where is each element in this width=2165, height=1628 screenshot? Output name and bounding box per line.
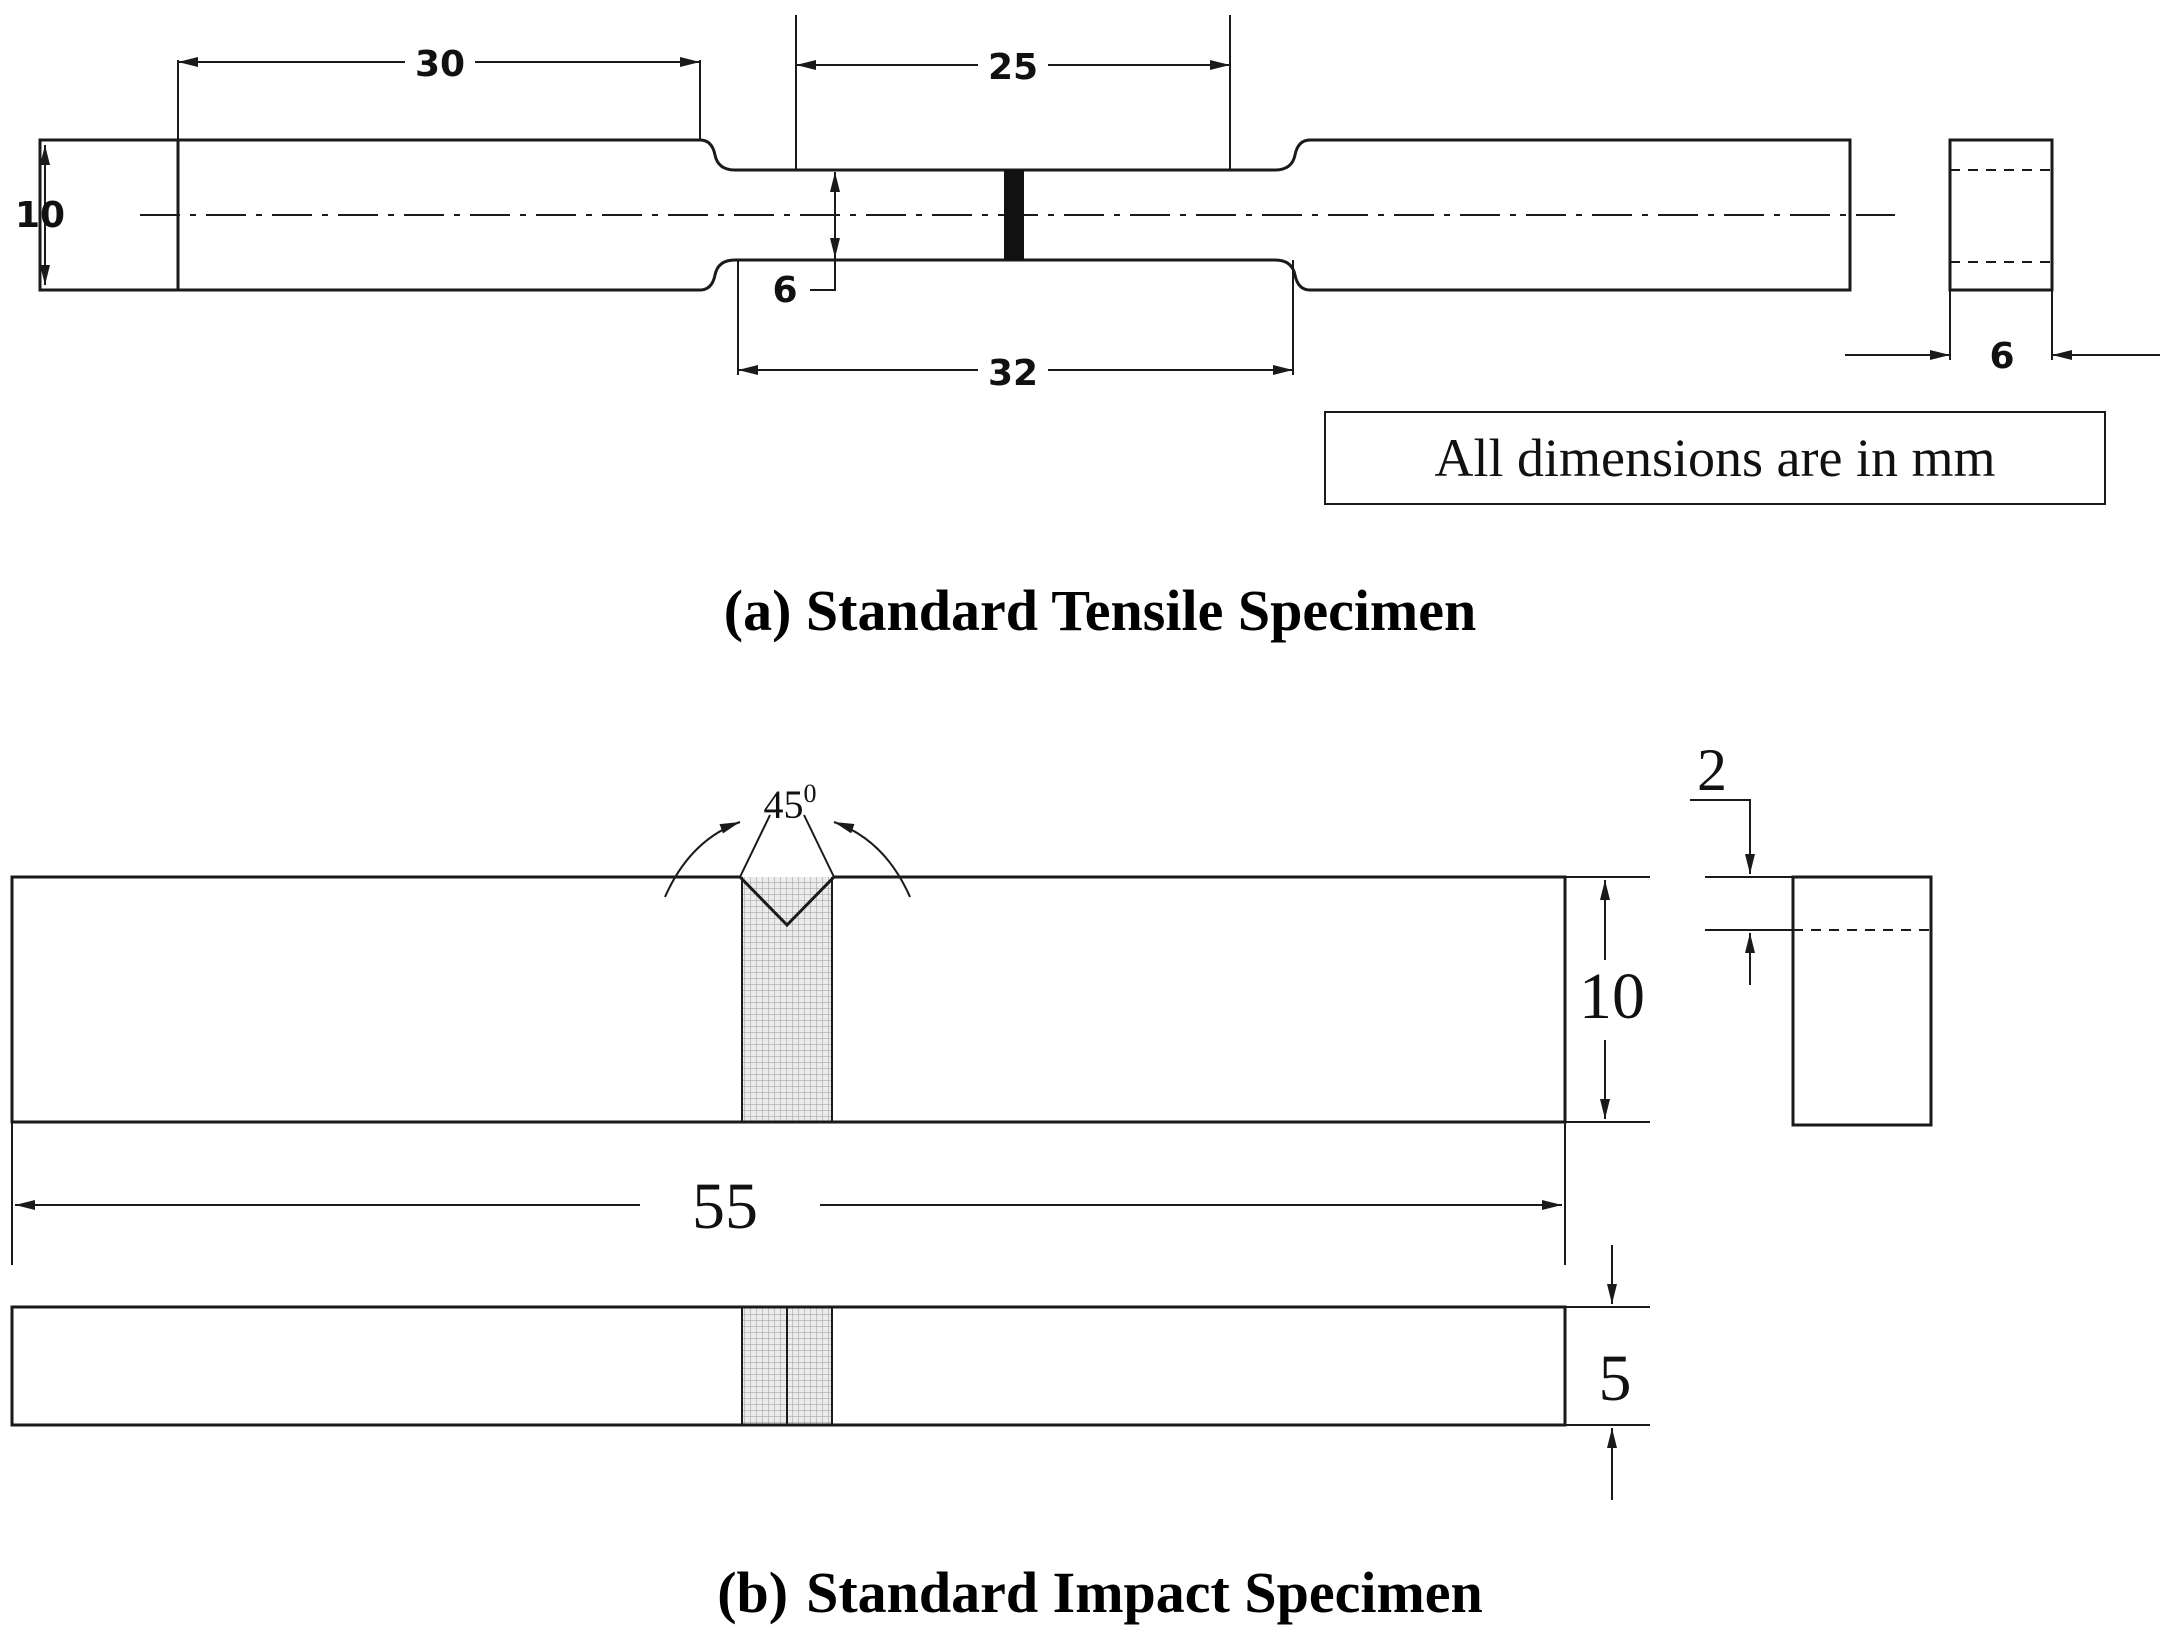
dim-gauge-width: 6 xyxy=(772,270,797,311)
impact-front-outline xyxy=(10,875,1567,1124)
tensile-side-view xyxy=(1948,138,2054,292)
impact-specimen: 450 10 55 5 2 xyxy=(10,737,1933,1500)
units-note: All dimensions are in mm xyxy=(1435,428,1996,488)
dim-grip-width: 10 xyxy=(15,195,65,236)
caption-tensile: (a) Standard Tensile Specimen xyxy=(724,578,1477,643)
weld-zone xyxy=(1004,170,1024,260)
dim-grip-length: 30 xyxy=(415,44,465,85)
impact-top-view xyxy=(10,1305,1567,1427)
dim-impact-width: 5 xyxy=(1599,1342,1632,1415)
tensile-specimen: 30 25 32 10 6 6 All dimensions are in mm xyxy=(15,15,2160,505)
units-note-box xyxy=(1324,411,2106,505)
notch-angle: 450 xyxy=(764,779,817,827)
dim-impact-height: 10 xyxy=(1579,960,1645,1033)
dim-impact-length: 55 xyxy=(692,1170,758,1243)
dim-thickness: 6 xyxy=(1989,336,2014,377)
caption-impact: (b)Standard Impact Specimen xyxy=(717,1560,1483,1625)
dim-reduced-length: 32 xyxy=(988,353,1038,394)
dim-notch-depth: 2 xyxy=(1697,737,1727,803)
dim-gauge-length: 25 xyxy=(988,47,1038,88)
impact-weld-zone xyxy=(742,877,832,1122)
tensile-outline xyxy=(38,138,1852,292)
impact-side-view xyxy=(1791,875,1933,1127)
